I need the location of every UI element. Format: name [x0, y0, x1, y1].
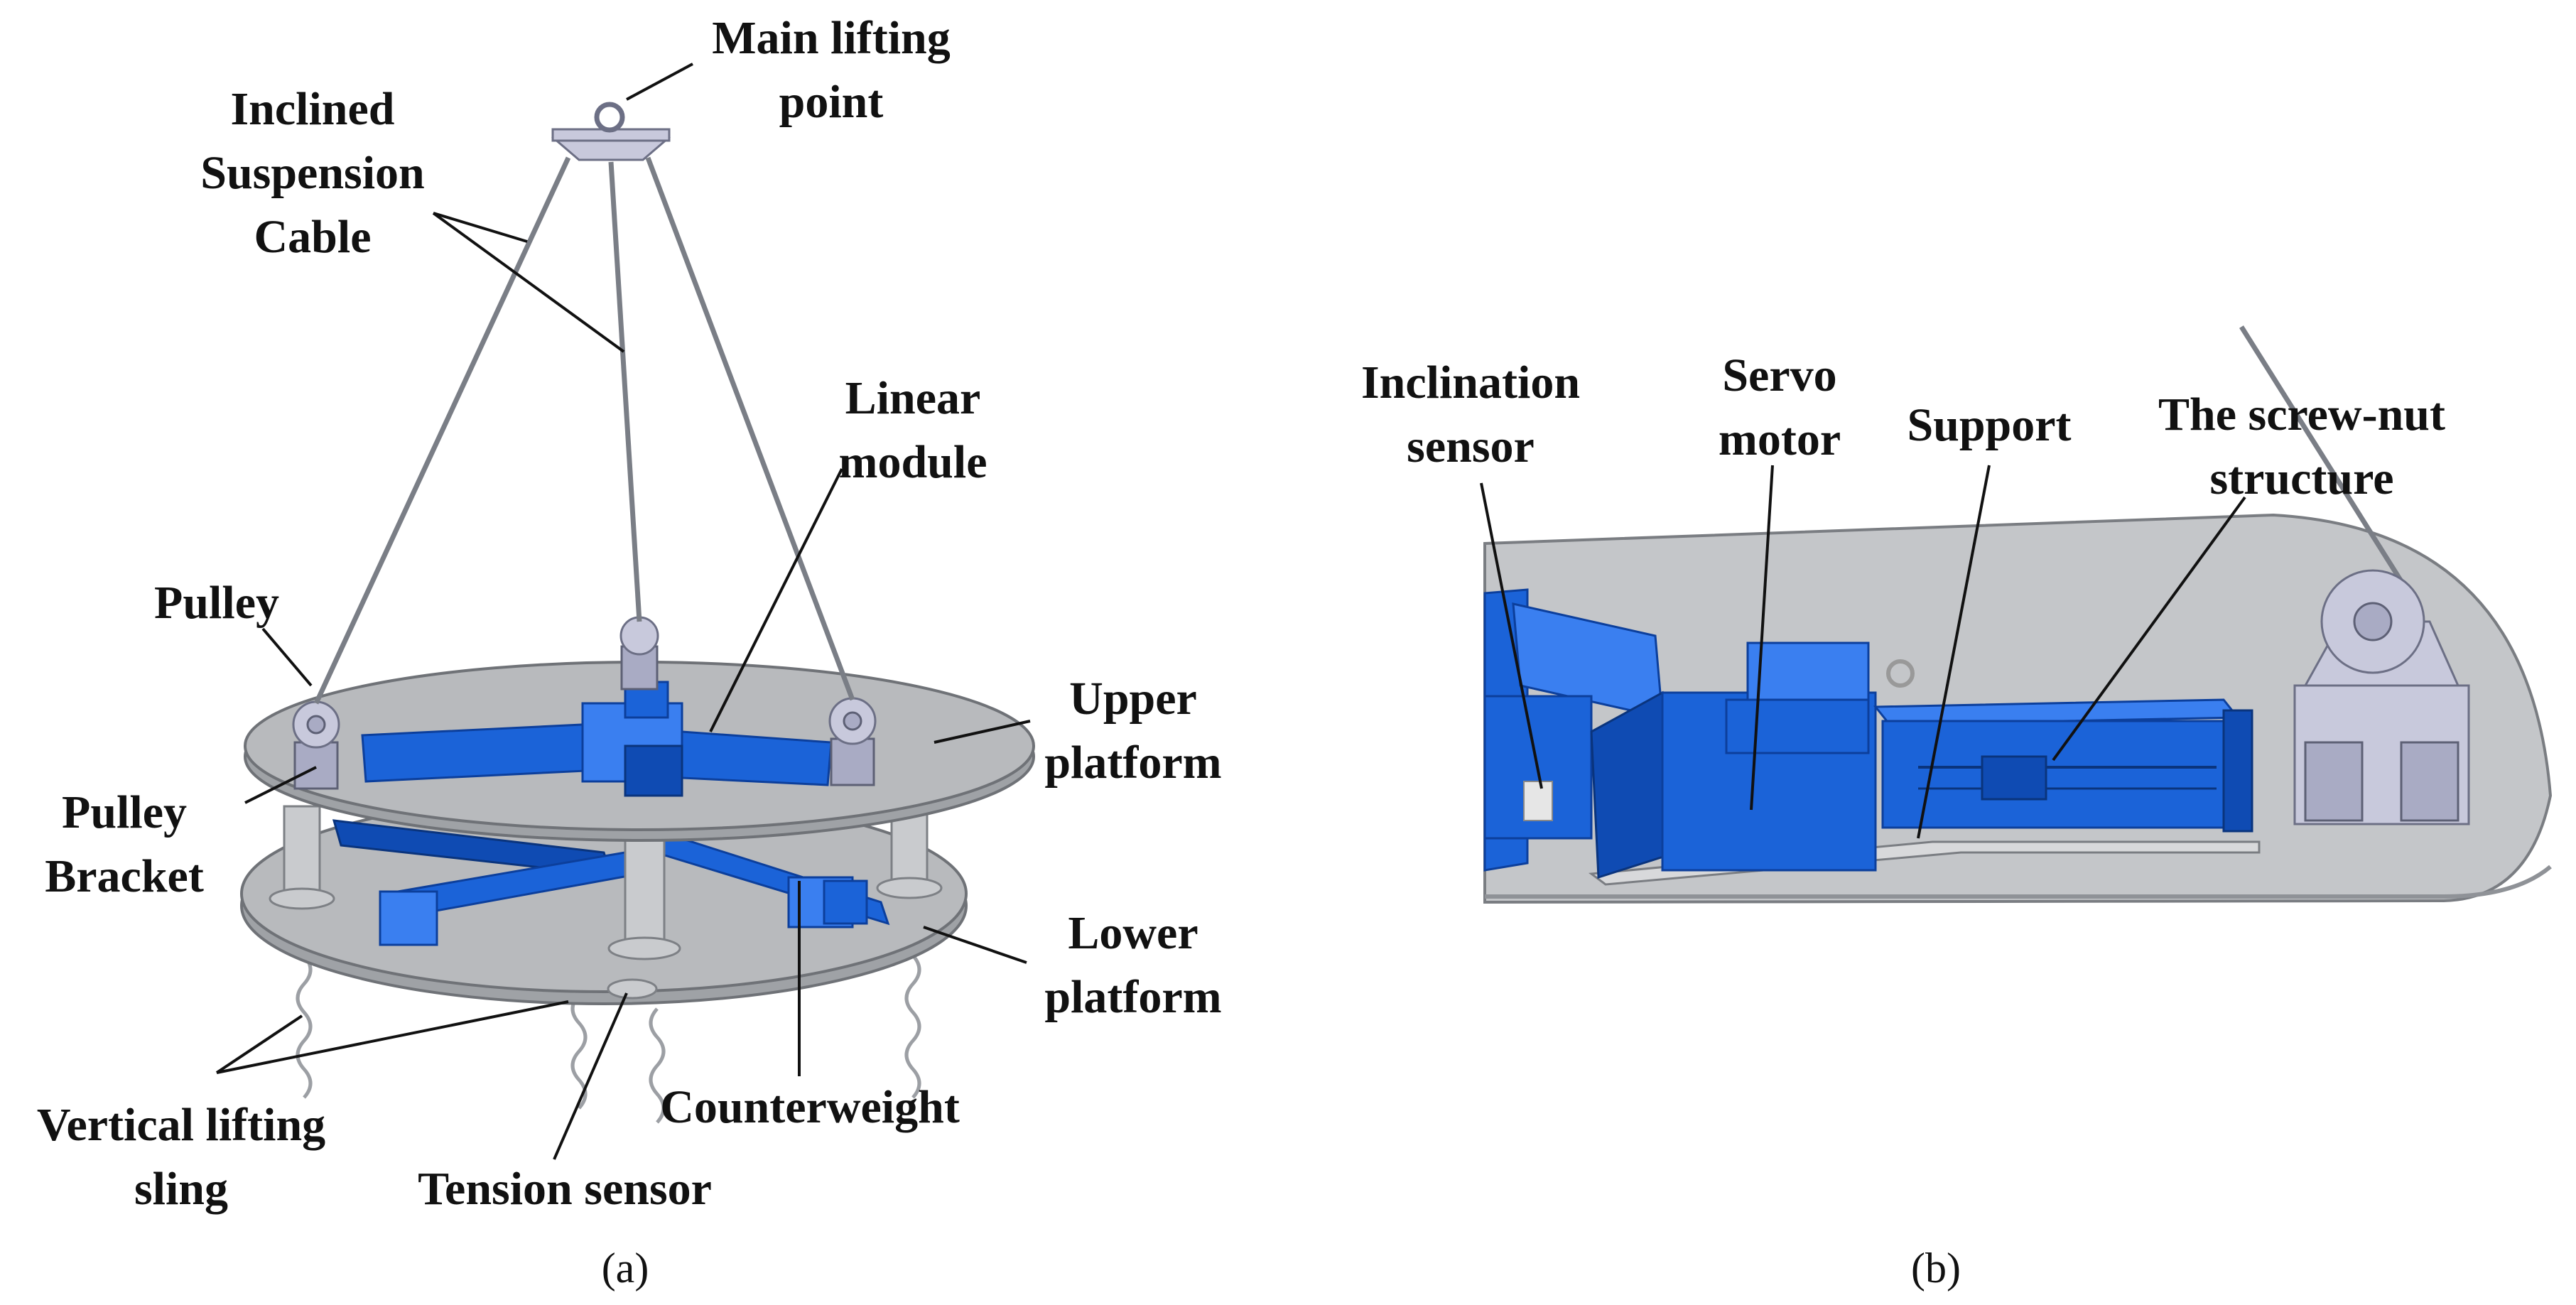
pulley-center: [619, 616, 659, 691]
main-lifting-point-drawing: [551, 102, 671, 161]
label-vertical-sling-line2: sling: [134, 1163, 228, 1215]
label-lower-platform-line1: Lower: [1068, 907, 1198, 959]
pulley-bracket-b: [2239, 325, 2470, 825]
label-servo-motor-line2: motor: [1719, 413, 1841, 465]
label-main-lifting-point-line1: Main lifting: [712, 12, 951, 64]
label-lower-platform-line2: platform: [1044, 971, 1221, 1023]
label-inclined-cable-line3: Cable: [254, 211, 372, 263]
label-inclination-sensor-line1: Inclination: [1361, 357, 1580, 408]
label-support: Support: [1907, 399, 2071, 451]
caption-a: (a): [602, 1245, 649, 1292]
label-upper-platform-line2: platform: [1044, 737, 1221, 789]
label-pulley: Pulley: [154, 577, 279, 629]
inclined-suspension-cables: [313, 156, 855, 705]
label-pulley-bracket-line1: Pulley: [62, 786, 187, 838]
label-tension-sensor: Tension sensor: [418, 1163, 712, 1215]
panel-b: Inclination sensor Servo motor Support T…: [1361, 325, 2553, 1292]
caption-b: (b): [1911, 1245, 1961, 1292]
support-plate: [1588, 840, 2261, 886]
pulley-left: [292, 700, 340, 790]
upper-linear-modules: [361, 681, 833, 797]
label-servo-motor-line1: Servo: [1722, 350, 1836, 401]
pulley-right: [828, 697, 877, 786]
label-upper-platform-line1: Upper: [1069, 673, 1197, 725]
label-pulley-bracket-line2: Bracket: [45, 850, 204, 902]
label-counterweight: Counterweight: [660, 1081, 960, 1133]
labels-b: Inclination sensor Servo motor Support T…: [1361, 350, 2445, 1292]
label-screw-nut-line1: The screw-nut: [2158, 389, 2445, 440]
labels-a: Main lifting point Inclined Suspension C…: [37, 12, 1222, 1292]
label-vertical-sling-line1: Vertical lifting: [37, 1099, 325, 1151]
screw-nut-drawing: [1873, 698, 2253, 833]
panel-a: Main lifting point Inclined Suspension C…: [37, 12, 1222, 1292]
label-linear-module-line1: Linear: [845, 372, 981, 424]
label-inclined-cable-line1: Inclined: [230, 83, 394, 135]
servo-motor-drawing: [1590, 641, 1915, 879]
label-inclination-sensor-line2: sensor: [1407, 421, 1535, 472]
tension-sensor-drawing: [607, 978, 658, 1000]
label-linear-module-line2: module: [838, 436, 987, 488]
label-inclined-cable-line2: Suspension: [200, 147, 425, 199]
label-screw-nut-line2: structure: [2209, 453, 2393, 504]
label-main-lifting-point-line2: point: [779, 76, 884, 128]
leader-lines-a: [215, 63, 1031, 1160]
leader-lines-b: [1480, 465, 2246, 839]
